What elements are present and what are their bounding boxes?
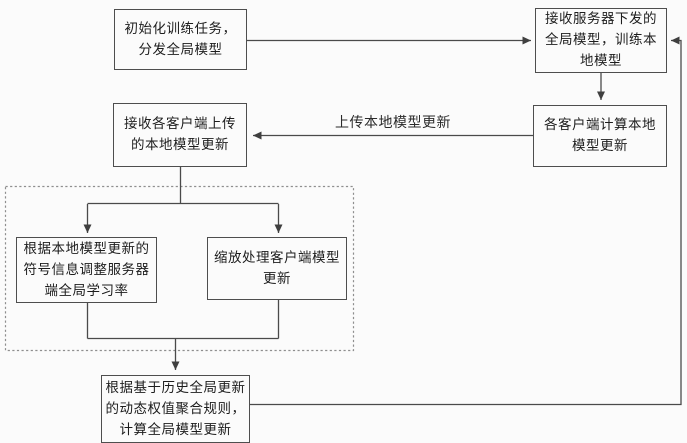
node-scale-update-line1: 缩放处理客户端模型 (214, 249, 340, 266)
node-compute-update-line2: 模型更新 (572, 138, 628, 154)
node-receive-updates-line1: 接收各客户端上传 (124, 116, 236, 132)
node-receive-global-model: 接收服务器下发的 全局模型，训练本 地模型 (535, 8, 667, 73)
node-init-task: 初始化训练任务， 分发全局模型 (114, 9, 247, 70)
node-adjust-learning-rate: 根据本地模型更新的 符号信息调整服务器 端全局学习率 (16, 237, 157, 303)
edge-loop-back-to-receive-global (250, 36, 682, 406)
node-compute-update-line1: 各客户端计算本地 (544, 117, 656, 133)
node-adjust-lr-line2: 符号信息调整服务器 (23, 261, 150, 278)
flowchart-connectors (4, 36, 682, 406)
node-receive-global-line1: 接收服务器下发的 (545, 11, 657, 27)
edge-merge-trunk (86, 300, 280, 340)
flowchart-canvas: 初始化训练任务， 分发全局模型 接收服务器下发的 全局模型，训练本 地模型 各客… (4, 8, 682, 443)
node-aggregate-line1: 根据基于历史全局更新 (105, 379, 246, 396)
node-scale-update-line2: 更新 (263, 270, 291, 287)
node-adjust-lr-line1: 根据本地模型更新的 (23, 240, 150, 257)
node-adjust-lr-line3: 端全局学习率 (44, 282, 129, 299)
node-compute-local-update: 各客户端计算本地 模型更新 (533, 105, 667, 167)
node-aggregate-line3: 计算全局模型更新 (119, 421, 232, 438)
node-init-task-line2: 分发全局模型 (138, 41, 223, 58)
node-receive-client-updates: 接收各客户端上传 的本地模型更新 (113, 103, 247, 167)
dashed-group-border (4, 185, 355, 352)
edge-branch-trunk (87, 167, 279, 205)
node-receive-updates-line2: 的本地模型更新 (131, 137, 229, 153)
node-aggregate-global-update: 根据基于历史全局更新 的动态权值聚合规则， 计算全局模型更新 (101, 375, 250, 443)
node-receive-global-line2: 全局模型，训练本 (545, 32, 657, 48)
node-aggregate-line2: 的动态权值聚合规则， (105, 400, 246, 417)
node-scale-client-update: 缩放处理客户端模型 更新 (207, 237, 347, 300)
node-init-task-line1: 初始化训练任务， (124, 20, 237, 37)
edge-label-upload-update: 上传本地模型更新 (335, 115, 451, 131)
node-receive-global-line3: 地模型 (580, 53, 622, 69)
